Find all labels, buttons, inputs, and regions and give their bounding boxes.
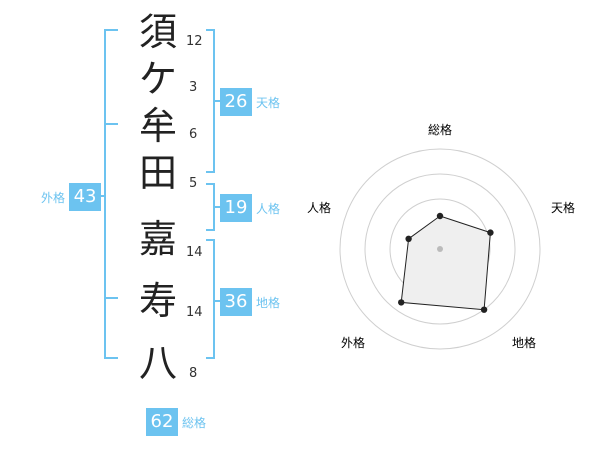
stroke-count-7: 8 xyxy=(189,366,198,381)
radar-ring-4 xyxy=(339,148,541,350)
name-char-5: 嘉 xyxy=(138,217,177,261)
radar-point-1 xyxy=(436,212,444,220)
name-char-1: 須 xyxy=(138,10,177,54)
stroke-count-5: 14 xyxy=(186,245,203,260)
radar-score-area xyxy=(400,215,491,311)
tenkaku-value: 26 xyxy=(220,88,252,116)
gaikaku-badge: 43 外格 xyxy=(41,183,102,211)
radar-ring-3 xyxy=(364,173,516,325)
name-char-7: 八 xyxy=(138,341,177,385)
radar-point-5 xyxy=(405,235,412,243)
jinkaku-label: 人格 xyxy=(256,201,281,216)
chikaku-bracket xyxy=(206,239,215,359)
name-char-2: ケ xyxy=(138,57,177,101)
name-char-3: 牟 xyxy=(138,104,177,148)
radar-label-soukaku: 総格 xyxy=(428,122,452,137)
stroke-count-6: 14 xyxy=(186,305,203,320)
radar-label-jinkaku: 人格 xyxy=(307,200,331,215)
gaikaku-value: 43 xyxy=(69,183,102,211)
tenkaku-badge: 26 天格 xyxy=(220,88,280,116)
gaikaku-bracket xyxy=(104,29,118,359)
stroke-count-4: 5 xyxy=(189,176,198,191)
gaikaku-label: 外格 xyxy=(41,190,66,205)
jinkaku-value: 19 xyxy=(220,194,252,222)
chikaku-label: 地格 xyxy=(256,295,281,310)
radar-point-3 xyxy=(480,306,488,313)
radar-label-chikaku: 地格 xyxy=(512,335,536,350)
jinkaku-badge: 19 人格 xyxy=(220,194,280,222)
radar-center-dot xyxy=(437,246,443,252)
radar-label-gaikaku: 外格 xyxy=(341,335,365,350)
stroke-count-3: 6 xyxy=(189,127,198,142)
soukaku-badge: 62 総格 xyxy=(146,408,206,436)
radar-points xyxy=(398,212,494,313)
name-char-4: 田 xyxy=(138,151,177,195)
stroke-count-1: 12 xyxy=(186,34,203,49)
stroke-count-2: 3 xyxy=(189,80,198,95)
radar-point-4 xyxy=(398,299,405,306)
radar-label-tenkaku: 天格 xyxy=(551,200,575,215)
radar-point-2 xyxy=(487,229,494,236)
chikaku-value: 36 xyxy=(220,288,252,316)
soukaku-value: 62 xyxy=(146,408,178,436)
chikaku-badge: 36 地格 xyxy=(220,288,280,316)
tenkaku-label: 天格 xyxy=(256,95,281,110)
name-char-6: 寿 xyxy=(138,279,177,323)
soukaku-label: 総格 xyxy=(182,415,207,430)
